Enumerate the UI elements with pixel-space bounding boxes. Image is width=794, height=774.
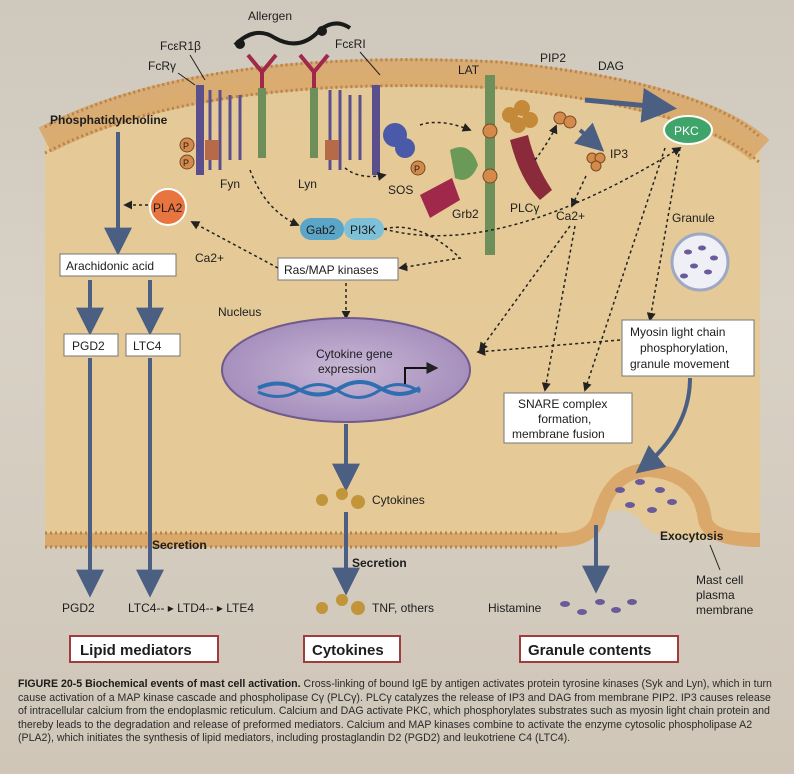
granule	[670, 232, 730, 292]
label-fcrg: FcRγ	[148, 59, 176, 73]
label-pla2: PLA2	[153, 201, 183, 215]
label-granule-contents: Granule contents	[528, 642, 651, 659]
phospho-left: P P	[179, 137, 195, 170]
tnf-drops	[316, 594, 365, 615]
cytokine-drops	[316, 488, 365, 509]
grb2-shape	[450, 147, 478, 180]
label-ltc4-box: LTC4	[133, 339, 162, 353]
svg-text:P: P	[183, 141, 189, 151]
fceri-receptor-right	[298, 53, 380, 175]
label-pi3k: PI3K	[350, 223, 376, 237]
box-myosin	[621, 319, 755, 377]
label-allergen: Allergen	[248, 9, 292, 23]
label-snare-1: SNARE complex	[518, 397, 607, 411]
box-pgd2	[63, 333, 119, 357]
box-ltc4	[125, 333, 181, 357]
label-plcg: PLCγ	[510, 201, 539, 215]
mast-cell-diagram: Allergen FcεR1β FcRγ FcεRI P P P Fyn Lyn…	[38, 9, 770, 663]
caption-title: FIGURE 20-5 Biochemical events of mast c…	[18, 678, 301, 690]
label-fcer1b: FcεR1β	[160, 39, 201, 53]
box-granule-contents	[519, 635, 679, 663]
plcg-enzyme	[502, 100, 552, 200]
label-ca-mid: Ca2+	[556, 209, 585, 223]
label-cytokines-box: Cytokines	[312, 642, 384, 659]
pip2-molecule	[553, 111, 577, 129]
label-phosphatidylcholine: Phosphatidylcholine	[50, 113, 168, 127]
syk-kinase	[383, 123, 415, 158]
label-snare-3: membrane fusion	[512, 427, 605, 441]
pla2-enzyme	[149, 188, 187, 226]
label-pgd2-box: PGD2	[72, 339, 105, 353]
lat-protein	[485, 75, 495, 255]
label-secretion-mid: Secretion	[352, 556, 407, 570]
label-sos: SOS	[388, 183, 413, 197]
membrane-dots-top	[44, 58, 762, 139]
box-snare	[503, 392, 633, 444]
label-ca-left: Ca2+	[195, 251, 224, 265]
label-snare-2: formation,	[538, 412, 591, 426]
label-cytokine-gene-1: Cytokine gene	[316, 347, 393, 361]
label-exocytosis: Exocytosis	[660, 529, 724, 543]
box-arachidonic	[59, 253, 177, 277]
label-pip2: PIP2	[540, 51, 566, 65]
figure-caption: FIGURE 20-5 Biochemical events of mast c…	[18, 678, 778, 746]
label-secretion-left: Secretion	[152, 538, 207, 552]
sos-shape	[420, 178, 460, 218]
label-dag: DAG	[598, 59, 624, 73]
label-pkc: PKC	[674, 124, 699, 138]
label-lyn: Lyn	[298, 177, 317, 191]
label-nucleus: Nucleus	[218, 305, 261, 319]
label-tnf: TNF, others	[372, 601, 434, 615]
exocytosis-granule-dots	[615, 479, 677, 513]
pkc-enzyme	[663, 115, 713, 145]
label-mast-1: Mast cell	[696, 573, 743, 587]
svg-text:P: P	[183, 158, 189, 168]
label-lipid-mediators: Lipid mediators	[80, 642, 192, 659]
allergen-chain	[233, 21, 352, 47]
gab2-protein	[300, 218, 344, 240]
label-myosin-3: granule movement	[630, 357, 730, 371]
box-ras	[277, 257, 399, 281]
label-mast-3: membrane	[696, 603, 754, 617]
label-fceri: FcεRI	[335, 37, 366, 51]
box-cytokines	[303, 635, 401, 663]
label-ras: Ras/MAP kinases	[284, 263, 378, 277]
fceri-receptor-left	[196, 53, 278, 175]
label-fyn: Fyn	[220, 177, 240, 191]
label-ip3: IP3	[610, 147, 628, 161]
label-myosin-1: Myosin light chain	[630, 325, 725, 339]
histamine-dots	[560, 599, 637, 615]
dna-helix	[257, 380, 422, 397]
label-cytokines: Cytokines	[372, 493, 425, 507]
svg-text:P: P	[414, 164, 420, 174]
label-pgd2-out: PGD2	[62, 601, 95, 615]
pi3k-protein	[344, 218, 384, 240]
caption-body: Cross-linking of bound IgE by antigen ac…	[18, 678, 772, 745]
label-mast-2: plasma	[696, 588, 735, 602]
granule-contents-dots	[680, 245, 718, 279]
label-ltc4-chain: LTC4-- ▸ LTD4-- ▸ LTE4	[128, 601, 254, 615]
label-histamine: Histamine	[488, 601, 542, 615]
label-grb2: Grb2	[452, 207, 479, 221]
label-myosin-2: phosphorylation,	[640, 341, 728, 355]
label-granule: Granule	[672, 211, 715, 225]
box-lipid-mediators	[69, 635, 219, 663]
plasma-membrane	[38, 58, 770, 161]
label-lat: LAT	[458, 63, 480, 77]
label-arachidonic: Arachidonic acid	[66, 259, 154, 273]
ip3-molecule	[586, 152, 606, 172]
label-cytokine-gene-2: expression	[318, 362, 376, 376]
phospho-right: P	[410, 160, 426, 176]
label-gab2: Gab2	[306, 223, 336, 237]
